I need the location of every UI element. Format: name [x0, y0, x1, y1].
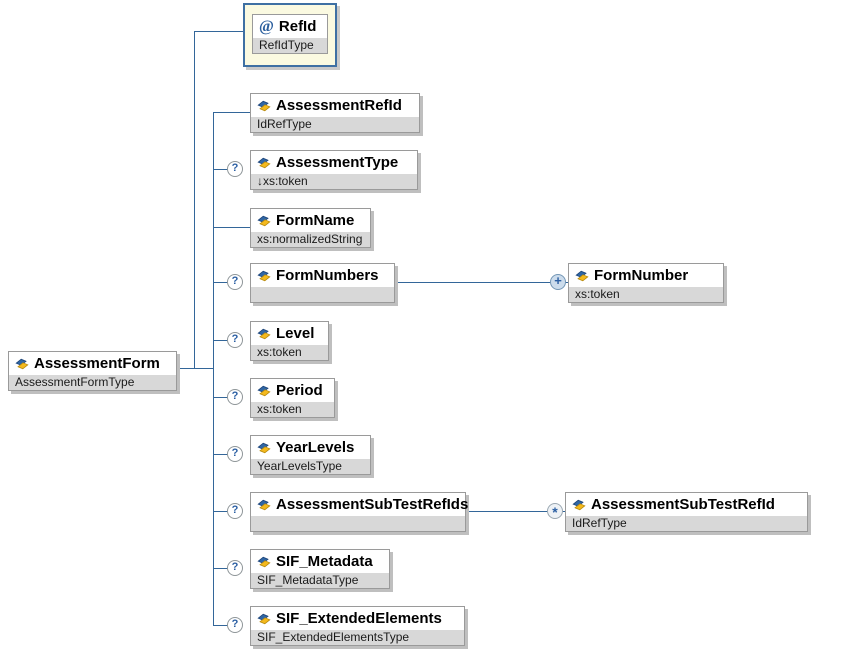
element-icon: [257, 556, 271, 567]
node-assessmentform[interactable]: AssessmentForm AssessmentFormType: [8, 351, 177, 391]
node-yearlevels[interactable]: YearLevels YearLevelsType: [250, 435, 371, 475]
element-type: xs:normalizedString: [251, 232, 370, 247]
element-label: AssessmentRefId: [276, 97, 402, 114]
connector-line: [213, 511, 229, 512]
element-label: AssessmentSubTestRefIds: [276, 496, 469, 513]
connector-line: [213, 625, 229, 626]
element-label: Level: [276, 325, 315, 342]
node-assessmenttype[interactable]: AssessmentType ↓xs:token: [250, 150, 418, 190]
element-icon: [572, 499, 586, 510]
element-type: AssessmentFormType: [9, 375, 176, 390]
element-icon: [257, 328, 271, 339]
element-icon: [257, 442, 271, 453]
connector-line: [213, 454, 229, 455]
element-icon: [257, 613, 271, 624]
element-icon: [257, 499, 271, 510]
element-type: YearLevelsType: [251, 459, 370, 474]
element-label: AssessmentForm: [34, 355, 160, 372]
node-formnumber[interactable]: FormNumber xs:token: [568, 263, 724, 303]
element-icon: [575, 270, 589, 281]
node-refid-attribute[interactable]: @ RefId RefIdType: [252, 14, 328, 54]
element-type: [251, 516, 465, 531]
element-label: SIF_ExtendedElements: [276, 610, 442, 627]
optional-indicator: ?: [227, 446, 243, 462]
optional-indicator: ?: [227, 560, 243, 576]
node-assessmentsubtestrefids[interactable]: AssessmentSubTestRefIds: [250, 492, 469, 532]
element-icon: [257, 270, 271, 281]
connector-line: [213, 112, 214, 625]
connector-line: [213, 169, 229, 170]
attribute-icon: @: [259, 17, 274, 35]
node-sif-metadata[interactable]: SIF_Metadata SIF_MetadataType: [250, 549, 390, 589]
connector-line: [466, 511, 565, 512]
connector-line: [213, 568, 229, 569]
attribute-type: RefIdType: [253, 38, 327, 53]
optional-indicator: ?: [227, 274, 243, 290]
connector-line: [213, 397, 229, 398]
element-type: IdRefType: [251, 117, 419, 132]
element-type: SIF_ExtendedElementsType: [251, 630, 464, 645]
element-label: YearLevels: [276, 439, 355, 456]
element-type: [251, 287, 394, 302]
element-type: xs:token: [569, 287, 723, 302]
optional-indicator: ?: [227, 161, 243, 177]
element-icon: [257, 215, 271, 226]
element-icon: [257, 385, 271, 396]
element-label: FormName: [276, 212, 355, 229]
element-type: xs:token: [251, 345, 328, 360]
node-assessmentsubtestrefid[interactable]: AssessmentSubTestRefId IdRefType: [565, 492, 808, 532]
element-label: FormNumber: [594, 267, 689, 284]
element-label: AssessmentSubTestRefId: [591, 496, 775, 513]
connector-line: [395, 282, 568, 283]
connector-line: [213, 282, 229, 283]
optional-indicator: ?: [227, 617, 243, 633]
element-label: AssessmentType: [276, 154, 399, 171]
element-type: SIF_MetadataType: [251, 573, 389, 588]
connector-line: [213, 340, 229, 341]
element-icon: [257, 157, 271, 168]
element-type: IdRefType: [566, 516, 807, 531]
node-period[interactable]: Period xs:token: [250, 378, 335, 418]
element-label: SIF_Metadata: [276, 553, 373, 570]
element-icon: [257, 100, 271, 111]
attribute-frame: @ RefId RefIdType: [243, 3, 337, 67]
optional-indicator: ?: [227, 503, 243, 519]
optional-indicator: ?: [227, 332, 243, 348]
node-sif-extendedelements[interactable]: SIF_ExtendedElements SIF_ExtendedElement…: [250, 606, 465, 646]
one-or-more-indicator: +: [550, 274, 566, 290]
connector-line: [177, 368, 214, 369]
element-icon: [15, 358, 29, 369]
element-label: FormNumbers: [276, 267, 379, 284]
optional-indicator: ?: [227, 389, 243, 405]
node-assessmentrefid[interactable]: AssessmentRefId IdRefType: [250, 93, 420, 133]
node-level[interactable]: Level xs:token: [250, 321, 329, 361]
node-formnumbers[interactable]: FormNumbers: [250, 263, 395, 303]
connector-line: [194, 31, 195, 368]
connector-line: [194, 31, 243, 32]
zero-or-more-indicator: *: [547, 503, 563, 520]
element-type: xs:token: [251, 402, 334, 417]
connector-line: [213, 227, 250, 228]
attribute-label: RefId: [278, 18, 317, 35]
element-type: ↓xs:token: [251, 174, 417, 189]
node-formname[interactable]: FormName xs:normalizedString: [250, 208, 371, 248]
element-label: Period: [276, 382, 323, 399]
connector-line: [213, 112, 250, 113]
